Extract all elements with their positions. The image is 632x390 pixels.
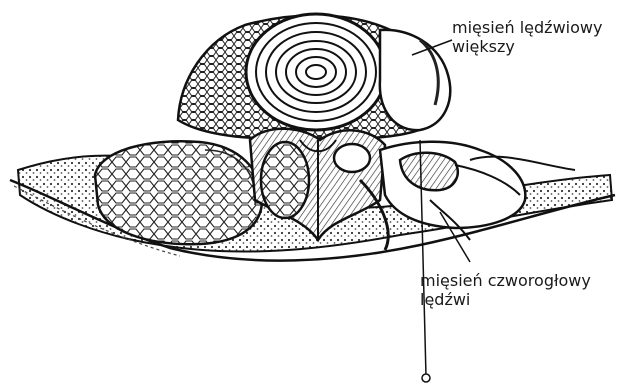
label-quadratus-lumborum-line1: mięsień czworogłowy [420, 271, 591, 290]
upper-muscle-mass [178, 14, 450, 139]
label-psoas-major-line2: większy [452, 37, 602, 56]
label-quadratus-lumborum-line2: lędźwi [420, 290, 591, 309]
vertebral-body [246, 14, 386, 130]
pointer-end-dot [422, 374, 430, 382]
label-psoas-major: mięsień lędźwiowy większy [452, 18, 602, 56]
label-psoas-major-line1: mięsień lędźwiowy [452, 18, 602, 37]
label-quadratus-lumborum: mięsień czworogłowy lędźwi [420, 271, 591, 309]
back-muscle-mass [95, 141, 262, 244]
